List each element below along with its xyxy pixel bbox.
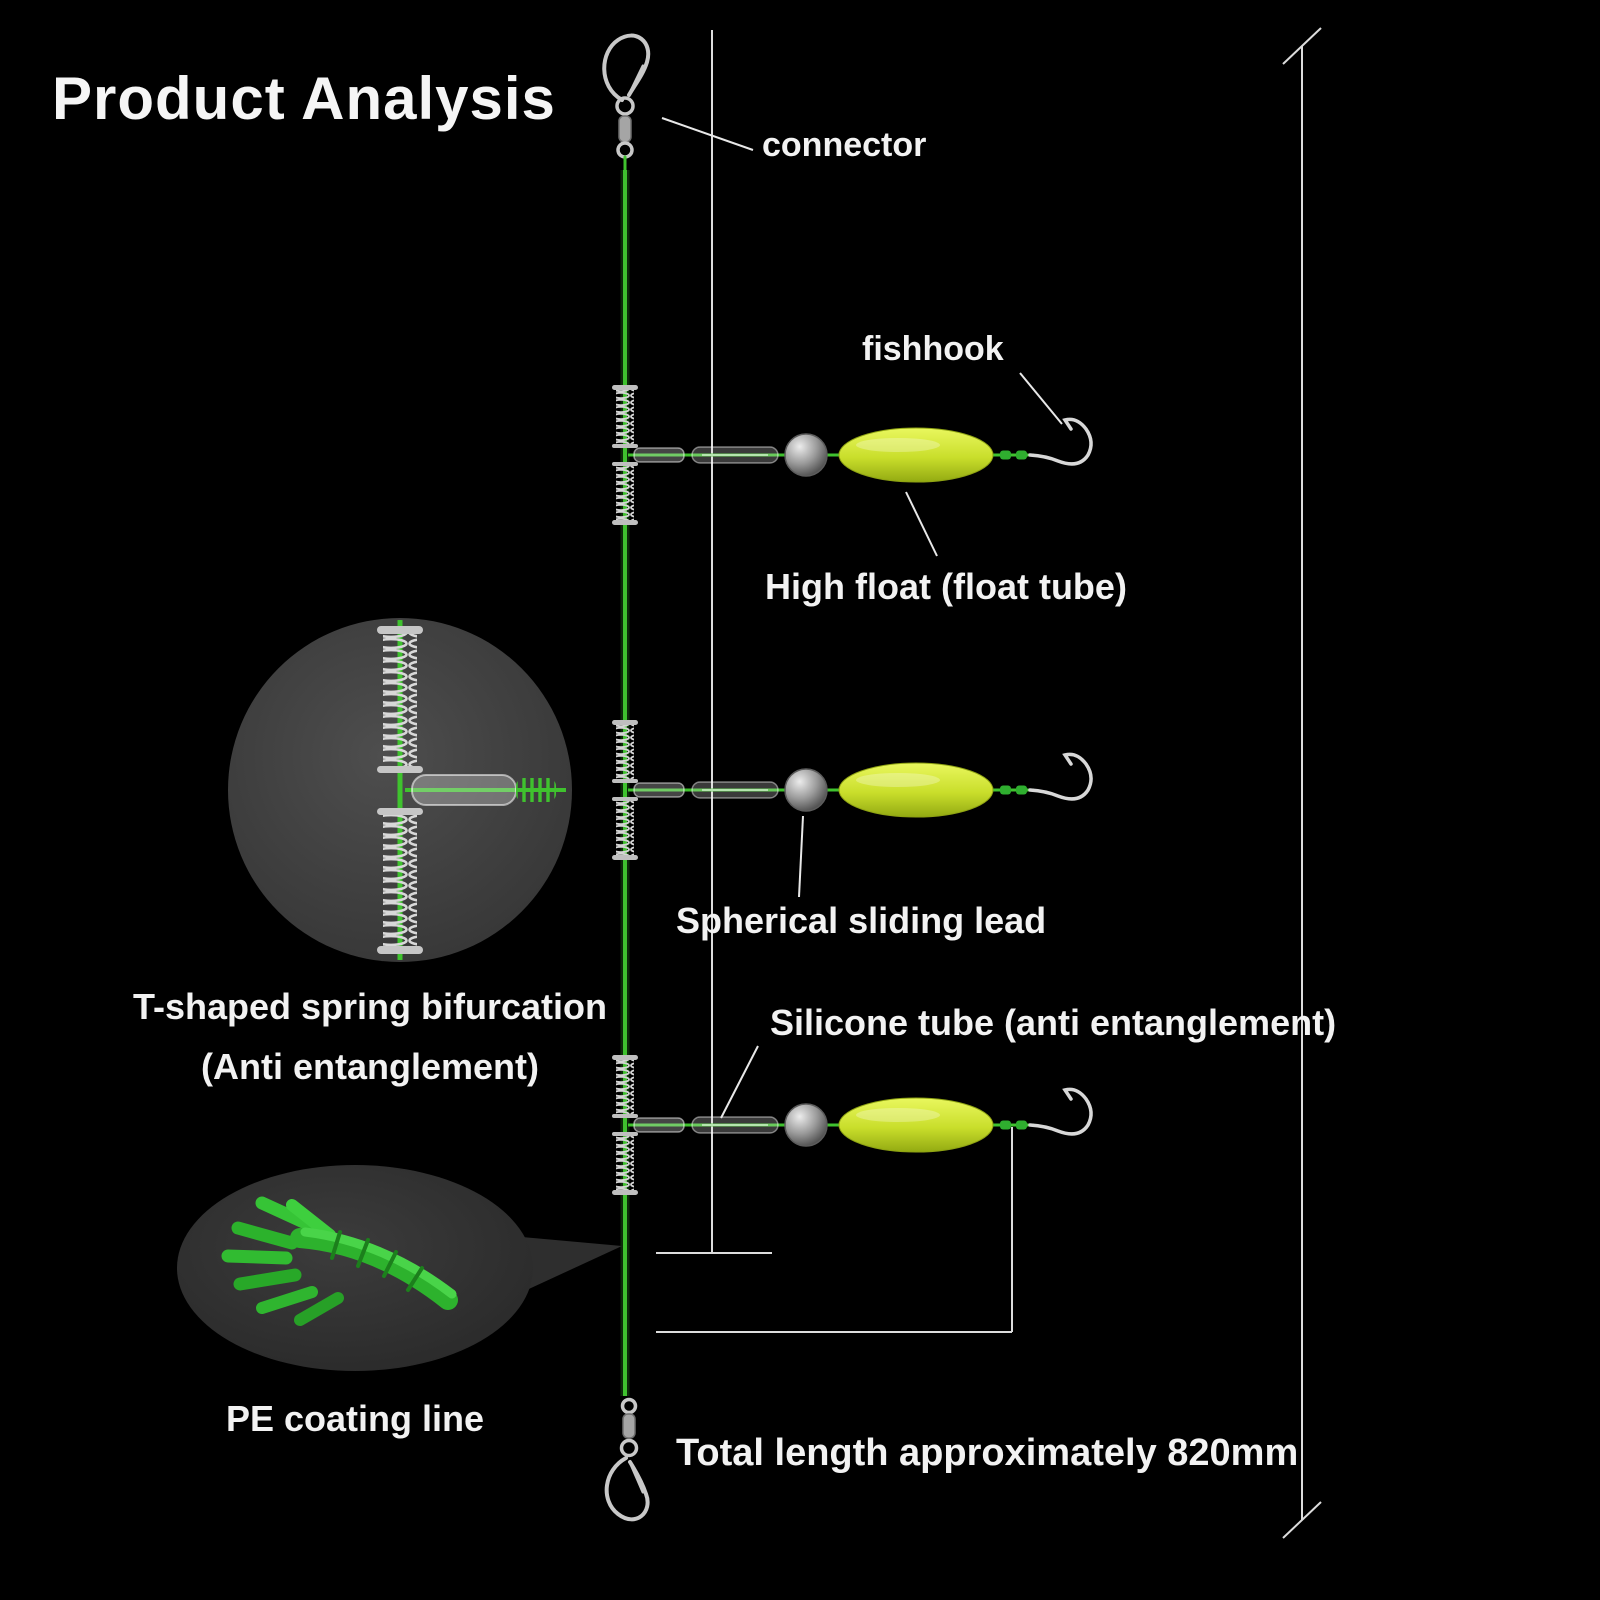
dropper-branch-1 bbox=[610, 383, 1093, 527]
leader-fishhook bbox=[1019, 372, 1063, 425]
label-connector: connector bbox=[762, 126, 927, 164]
coil-spring-icon bbox=[383, 812, 417, 948]
label-spherical-lead: Spherical sliding lead bbox=[676, 900, 1047, 941]
label-silicone-tube: Silicone tube (anti entanglement) bbox=[770, 1002, 1337, 1043]
spring-bifurcation-inset bbox=[228, 618, 572, 962]
dimension-lines bbox=[656, 27, 1322, 1539]
label-pe-line: PE coating line bbox=[225, 1398, 485, 1439]
leader-connector bbox=[661, 117, 754, 151]
page-title: Product Analysis bbox=[52, 65, 556, 132]
label-fishhook: fishhook bbox=[862, 330, 1004, 368]
braided-line-icon bbox=[221, 1196, 458, 1326]
leader-high-float bbox=[905, 491, 938, 557]
leader-spherical-lead bbox=[798, 815, 804, 898]
annotation-leader-lines bbox=[661, 117, 1063, 1119]
coil-spring-icon bbox=[383, 632, 417, 768]
dropper-branch-2 bbox=[610, 718, 1093, 862]
connector-swivel-icon bbox=[602, 33, 651, 177]
label-high-float: High float (float tube) bbox=[765, 566, 1127, 607]
label-t-spring-2: (Anti entanglement) bbox=[201, 1046, 539, 1087]
label-total-length: Total length approximately 820mm bbox=[676, 1432, 1299, 1474]
label-t-spring-1: T-shaped spring bifurcation bbox=[132, 986, 608, 1027]
dropper-branch-3 bbox=[610, 1053, 1093, 1197]
bottom-swivel-icon bbox=[604, 1397, 650, 1522]
pe-line-inset bbox=[177, 1165, 622, 1371]
leader-silicone-tube bbox=[720, 1045, 759, 1119]
